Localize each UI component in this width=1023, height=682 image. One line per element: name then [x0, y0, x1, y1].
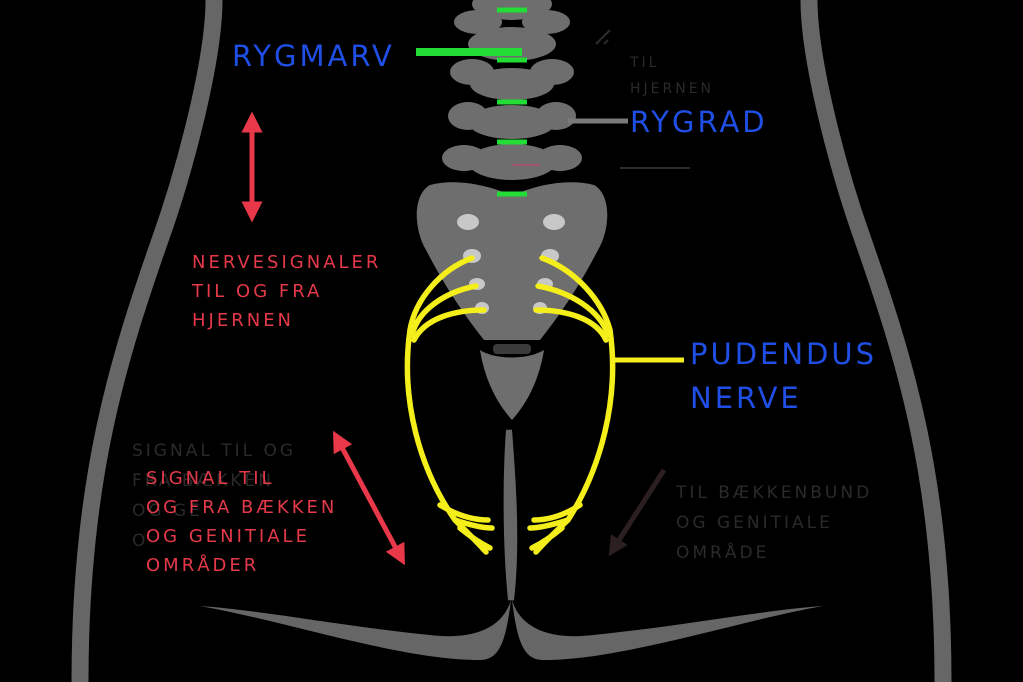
faint-signal-label: SIGNAL TIL OG FRA BÆKKEN OG GE O [132, 441, 297, 551]
rygmarv-label: RYGMARV [232, 39, 395, 73]
spine [442, 0, 582, 180]
pelvic-signal-label: SIGNAL TIL OG FRA BÆKKEN OG GENITIALE OM… [146, 468, 338, 576]
spinal-cord [497, 7, 527, 197]
to-brain-faint-label: TIL HJERNEN [630, 55, 715, 97]
buttock-curves [200, 429, 823, 660]
faint-marks [595, 29, 690, 169]
sacrum [416, 182, 608, 420]
pelvic-floor-label: TIL BÆKKENBUND OG GENITIALE OMRÅDE [676, 483, 873, 563]
pelvic-floor-arrow [608, 468, 667, 557]
pelvic-signal-arrow [333, 430, 405, 566]
rygrad-label: RYGRAD [630, 105, 768, 139]
spinal-cord-pointer [416, 48, 522, 56]
nerve-signals-label: NERVESIGNALER TIL OG FRA HJERNEN [192, 252, 382, 331]
body-outline [71, 0, 952, 682]
pudendus-nerve [404, 255, 616, 555]
pudendus-nerve-label: PUDENDUS NERVE [690, 337, 878, 415]
